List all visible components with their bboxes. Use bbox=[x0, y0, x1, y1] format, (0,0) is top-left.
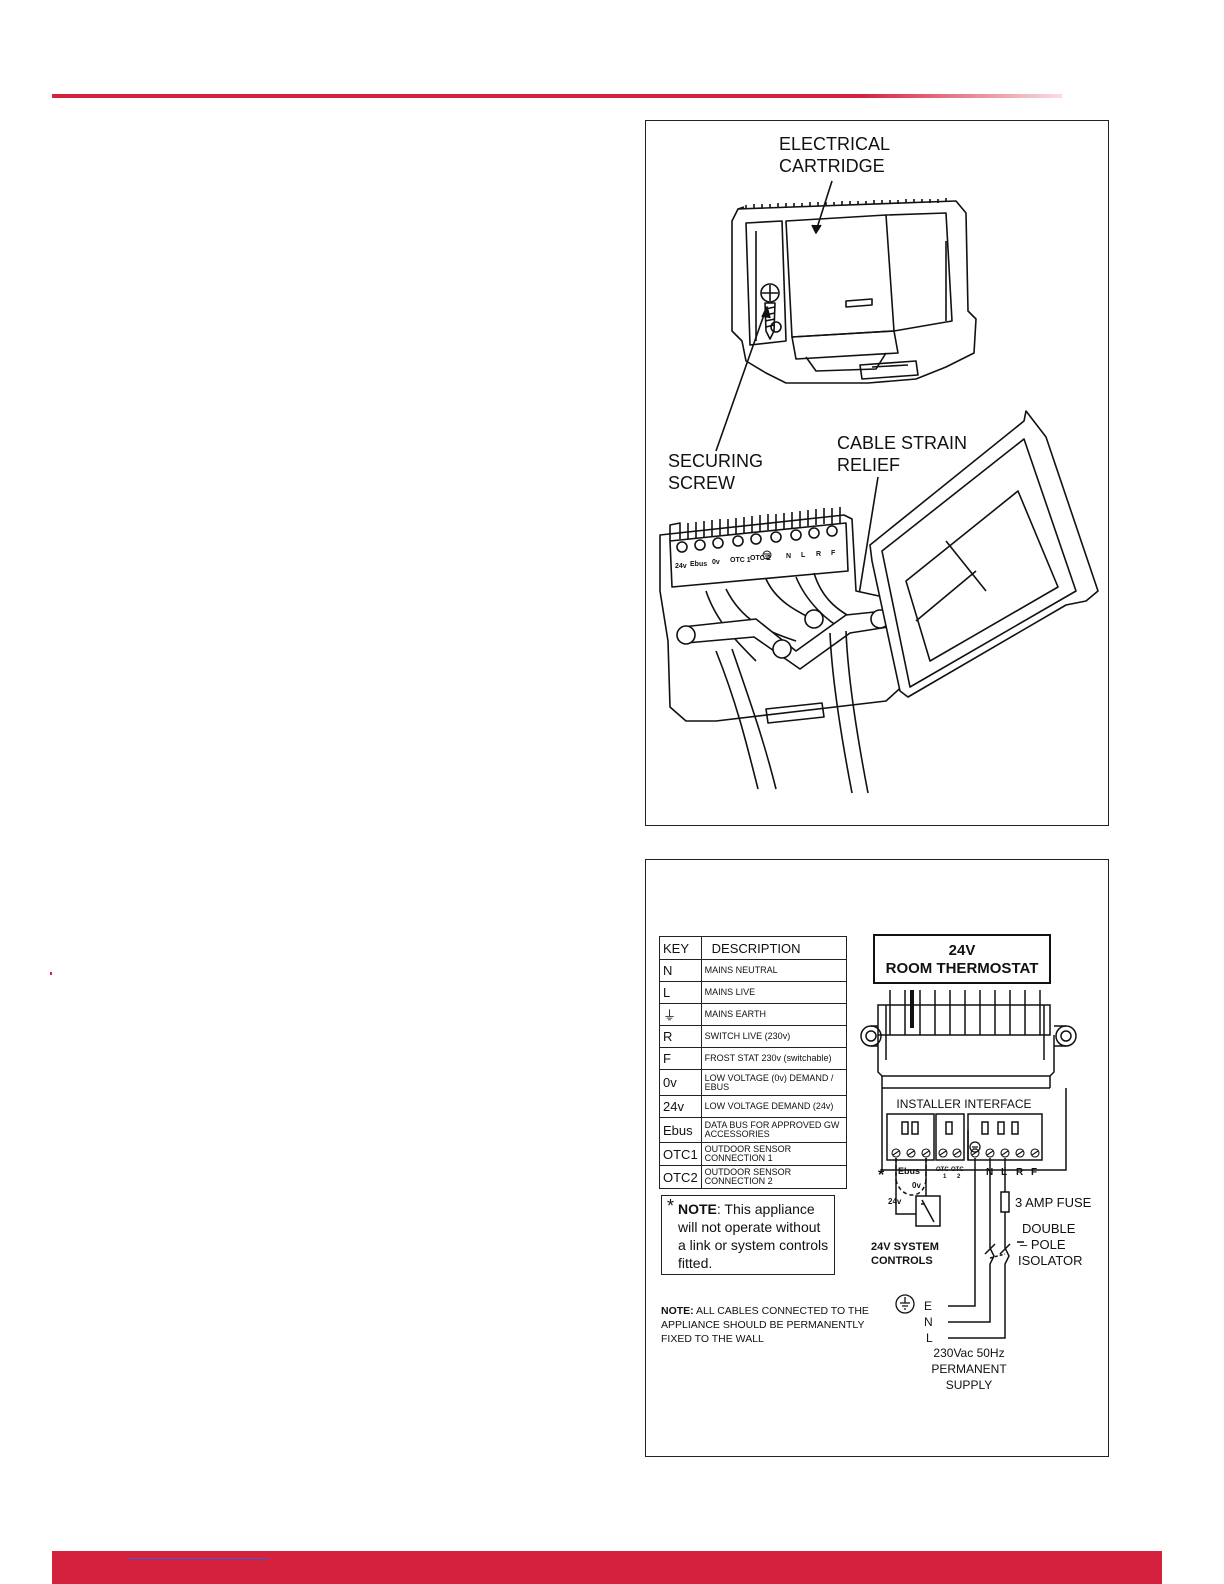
supply-n-label: N bbox=[924, 1315, 933, 1329]
label-cartridge-line2: CARTRIDGE bbox=[779, 156, 885, 176]
cable-note-text: ALL CABLES CONNECTED TO THE APPLIANCE SH… bbox=[661, 1305, 869, 1345]
supply-line1: 230Vac 50Hz bbox=[933, 1346, 1004, 1360]
electrical-cartridge-figure: ELECTRICAL CARTRIDGE SECURING SCREW CABL… bbox=[645, 120, 1109, 826]
key-header: KEY bbox=[659, 936, 702, 960]
cartridge-illustration: ELECTRICAL CARTRIDGE SECURING SCREW CABL… bbox=[659, 134, 1099, 794]
earth-icon bbox=[895, 1141, 981, 1314]
asterisk-icon: * bbox=[878, 1167, 885, 1184]
key-cell: F bbox=[659, 1047, 702, 1070]
earth-icon bbox=[762, 550, 772, 560]
key-cell: Ebus bbox=[659, 1117, 702, 1143]
label-cartridge-line1: ELECTRICAL bbox=[779, 134, 890, 154]
description-cell: LOW VOLTAGE DEMAND (24v) bbox=[700, 1095, 848, 1118]
description-header: DESCRIPTION bbox=[700, 936, 848, 960]
description-cell: MAINS NEUTRAL bbox=[700, 959, 848, 982]
table-row: ⏚MAINS EARTH bbox=[659, 1003, 848, 1026]
supply-l-label: L bbox=[926, 1331, 933, 1345]
terminal-l-label: L bbox=[1001, 1167, 1007, 1178]
footer-link[interactable] bbox=[128, 1558, 268, 1559]
key-cell: 24v bbox=[659, 1095, 702, 1118]
key-cell: R bbox=[659, 1025, 702, 1048]
note-label: NOTE bbox=[678, 1201, 717, 1217]
description-cell: MAINS EARTH bbox=[700, 1003, 848, 1026]
terminal-24v: 24v bbox=[675, 563, 687, 570]
description-cell: LOW VOLTAGE (0v) DEMAND / EBUS bbox=[700, 1069, 848, 1096]
system-controls-line1: 24V SYSTEM bbox=[871, 1241, 939, 1253]
description-cell: SWITCH LIVE (230v) bbox=[700, 1025, 848, 1048]
description-cell: MAINS LIVE bbox=[700, 981, 848, 1004]
key-cell: L bbox=[659, 981, 702, 1004]
terminal-n-label: N bbox=[986, 1167, 993, 1178]
terminal-0v: 0v bbox=[712, 559, 720, 566]
description-cell: DATA BUS FOR APPROVED GW ACCESSORIES bbox=[700, 1117, 848, 1143]
terminal-otc2: OTC 2 bbox=[750, 555, 771, 562]
margin-mark bbox=[50, 972, 52, 975]
description-cell: OUTDOOR SENSOR CONNECTION 1 bbox=[700, 1142, 848, 1166]
description-cell: FROST STAT 230v (switchable) bbox=[700, 1047, 848, 1070]
terminal-f-label: F bbox=[1031, 1167, 1037, 1178]
key-cell: OTC2 bbox=[659, 1165, 702, 1189]
supply-e-label: E bbox=[924, 1299, 932, 1313]
operation-note: * NOTE: This appliance will not operate … bbox=[661, 1195, 835, 1275]
key-cell: N bbox=[659, 959, 702, 982]
terminal-24v-label: 24v bbox=[888, 1197, 902, 1206]
terminal-f: F bbox=[831, 550, 836, 557]
isolator-line1: DOUBLE bbox=[1022, 1221, 1076, 1236]
note-text: : This appliance will not operate withou… bbox=[678, 1201, 829, 1271]
key-cell: OTC1 bbox=[659, 1142, 702, 1166]
fuse-label: 3 AMP FUSE bbox=[1015, 1195, 1092, 1210]
header-rule bbox=[52, 94, 1062, 98]
key-table-header: KEY DESCRIPTION bbox=[659, 936, 848, 960]
asterisk-icon: * bbox=[667, 1196, 675, 1216]
cable-note: NOTE: ALL CABLES CONNECTED TO THE APPLIA… bbox=[661, 1304, 881, 1346]
installer-interface-label: INSTALLER INTERFACE bbox=[896, 1097, 1031, 1111]
thermostat-title-line1: 24V bbox=[949, 942, 976, 959]
isolator-line2: – POLE bbox=[1020, 1237, 1066, 1252]
label-screw-line1: SECURING bbox=[668, 451, 763, 471]
thermostat-title-line2: ROOM THERMOSTAT bbox=[886, 960, 1039, 977]
terminal-otc1-label: OTC bbox=[936, 1167, 949, 1173]
description-cell: OUTDOOR SENSOR CONNECTION 2 bbox=[700, 1165, 848, 1189]
label-strain-line2: RELIEF bbox=[837, 455, 900, 475]
isolator-line3: ISOLATOR bbox=[1018, 1253, 1083, 1268]
key-cell: 0v bbox=[659, 1069, 702, 1096]
terminal-r: R bbox=[816, 551, 821, 558]
cable-note-label: NOTE: bbox=[661, 1305, 694, 1317]
terminal-l: L bbox=[801, 552, 806, 559]
system-controls-line2: CONTROLS bbox=[871, 1255, 933, 1267]
terminal-otc2-number: 2 bbox=[957, 1174, 961, 1180]
terminal-n: N bbox=[786, 553, 791, 560]
label-screw-line2: SCREW bbox=[668, 473, 735, 493]
terminal-otc1-number: 1 bbox=[943, 1174, 947, 1180]
terminal-ebus: Ebus bbox=[690, 561, 707, 568]
terminal-ebus-label: Ebus bbox=[898, 1166, 920, 1176]
terminal-otc2-label: OTC bbox=[951, 1167, 964, 1173]
terminal-0v-label: 0v bbox=[912, 1181, 921, 1190]
terminal-r-label: R bbox=[1016, 1167, 1024, 1178]
supply-line3: SUPPLY bbox=[946, 1378, 992, 1392]
terminal-otc1: OTC 1 bbox=[730, 557, 751, 564]
key-cell: ⏚ bbox=[659, 1003, 702, 1026]
footer-bar bbox=[52, 1551, 1162, 1584]
supply-line2: PERMANENT bbox=[931, 1362, 1007, 1376]
label-strain-line1: CABLE STRAIN bbox=[837, 433, 967, 453]
